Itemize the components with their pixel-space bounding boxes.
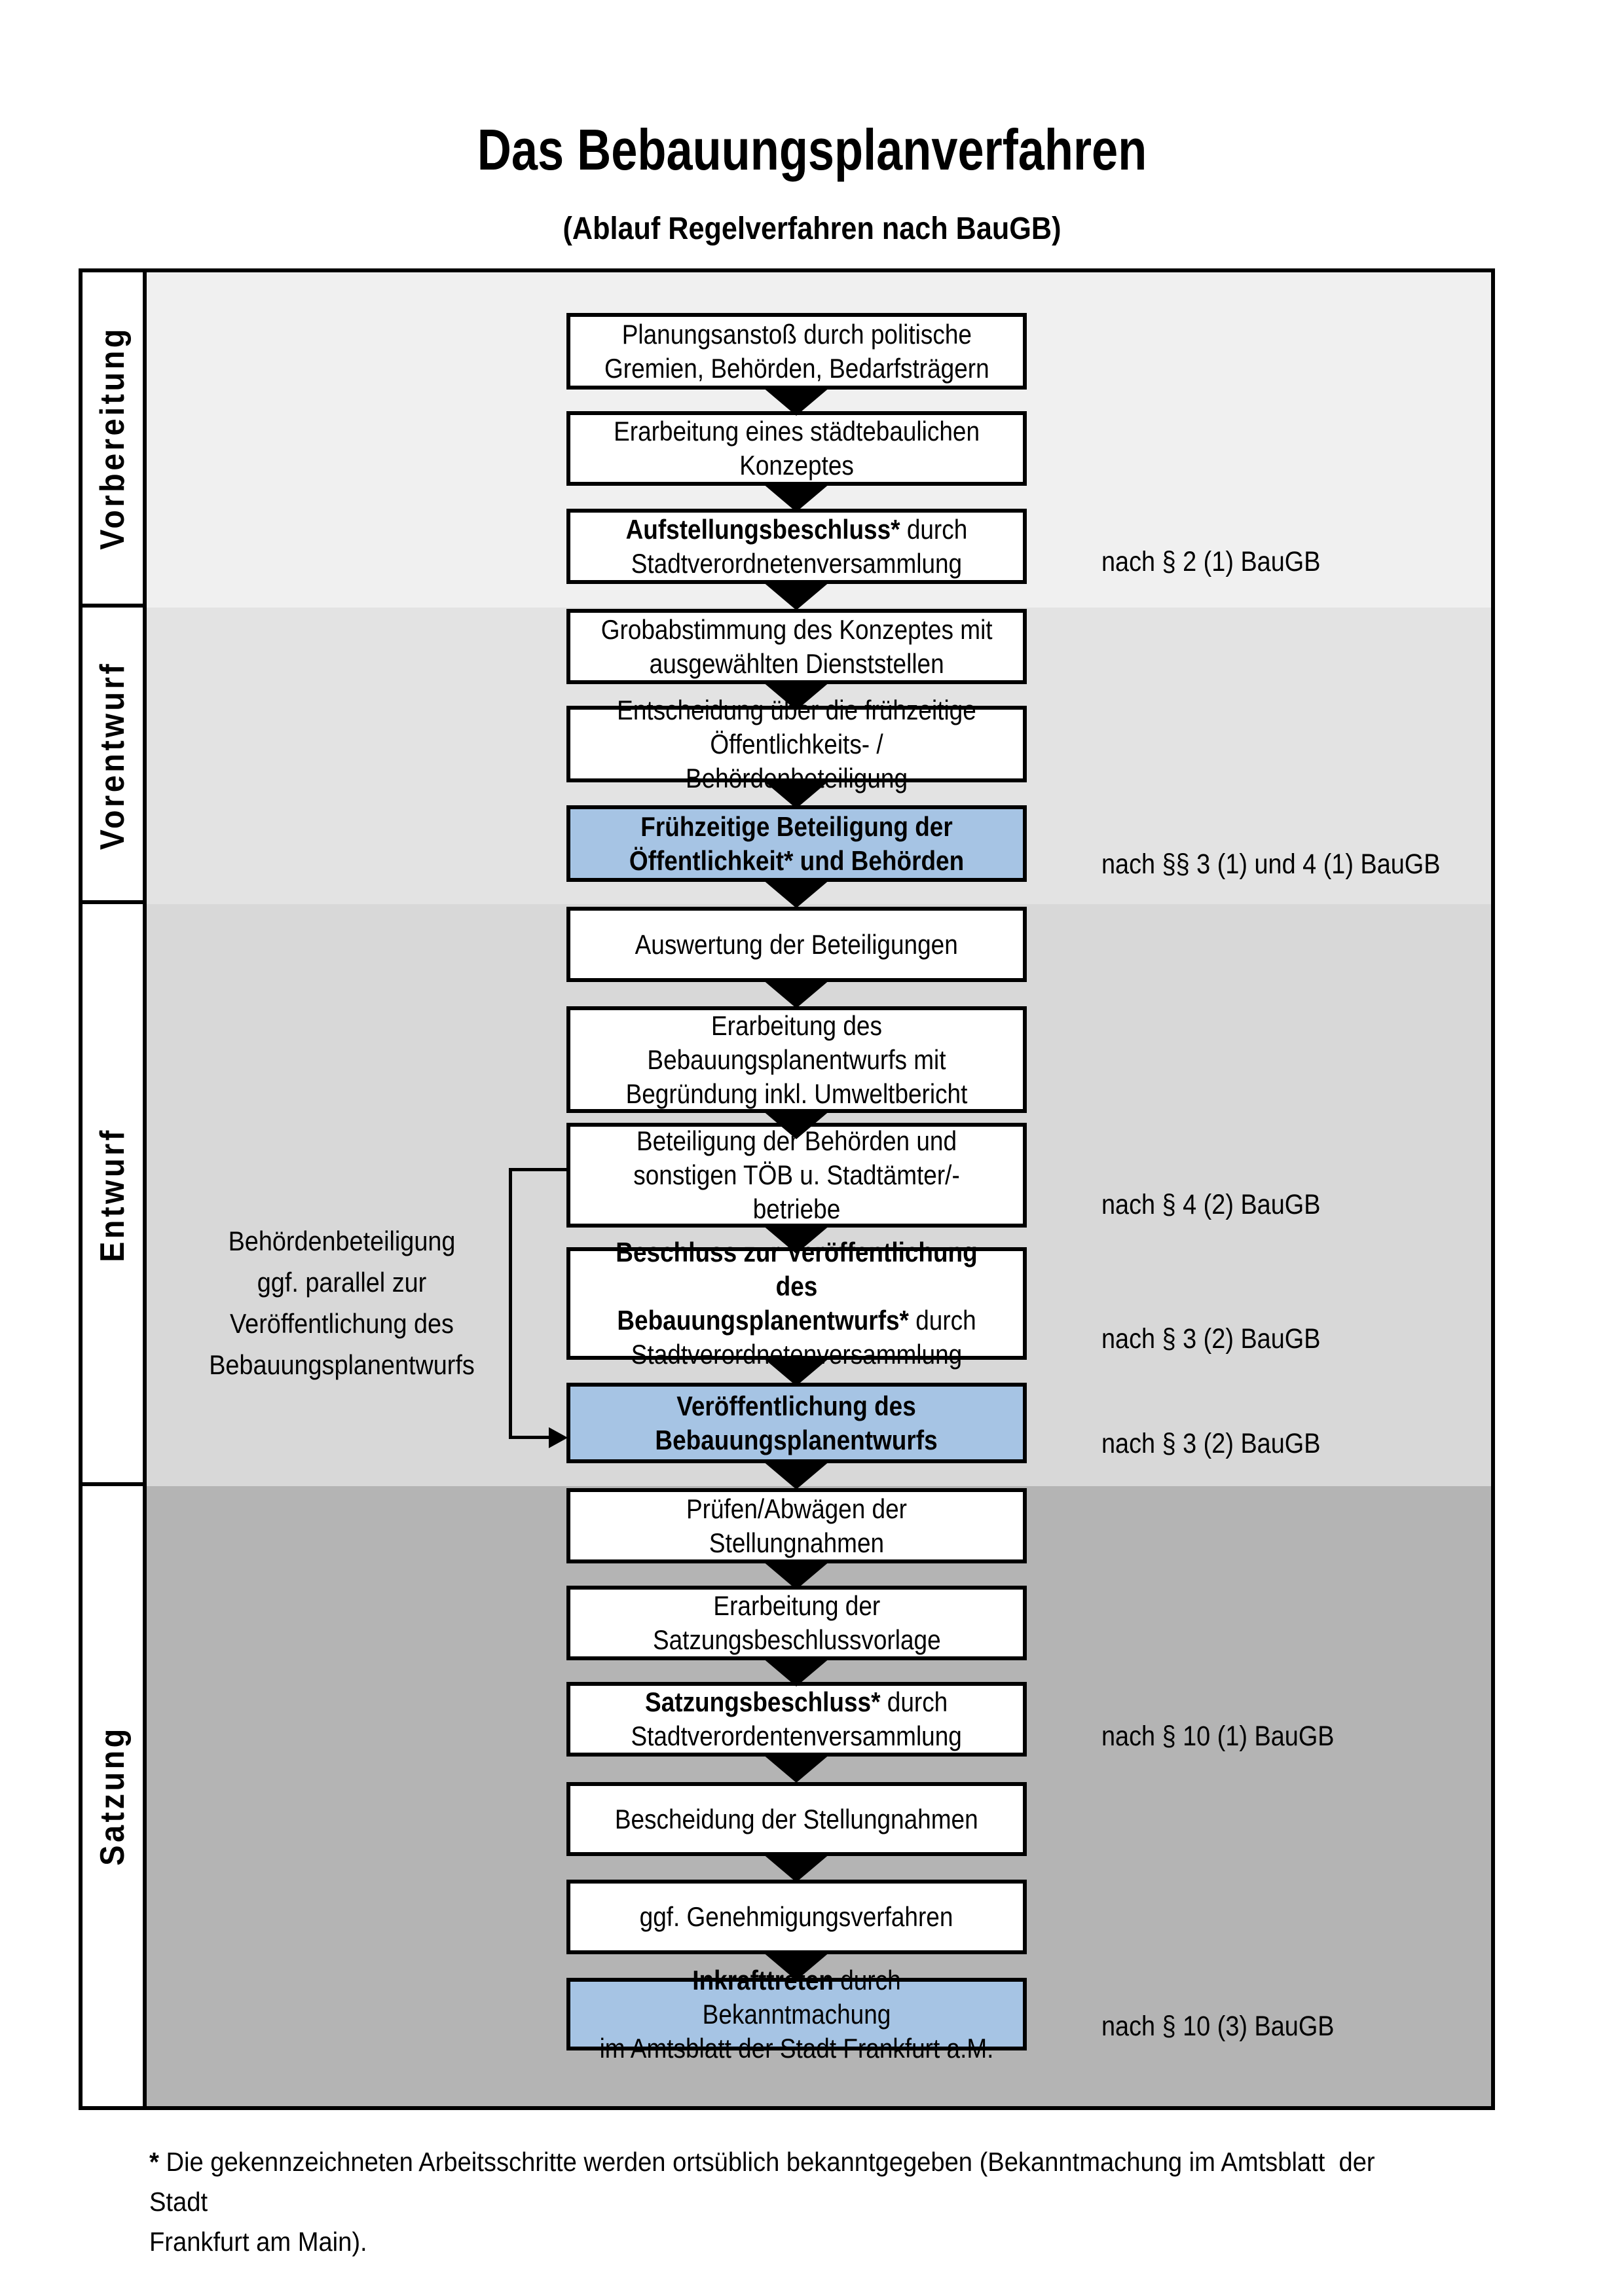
step-box-satzungsbeschlussvorlage: Erarbeitung der Satzungsbeschlussvorlage (566, 1586, 1027, 1660)
arrow-down-icon (762, 1110, 830, 1139)
step-box-pruefen-abwaegen: Prüfen/Abwägen der Stellungnahmen (566, 1488, 1027, 1563)
arrow-down-icon (762, 1357, 830, 1386)
step-box-aufstellungsbeschluss: Aufstellungsbeschluss* durch Stadtverord… (566, 509, 1027, 584)
legal-annotation: nach § 2 (1) BauGB (1101, 546, 1321, 577)
step-text: Erarbeitung der Satzungsbeschlussvorlage (652, 1590, 941, 1655)
arrow-down-icon (762, 1952, 830, 1980)
step-box-planungsanstoss: Planungsanstoß durch politische Gremien,… (566, 313, 1027, 390)
phase-label-satzung: Satzung (94, 1726, 132, 1866)
arrow-down-icon (762, 1853, 830, 1882)
connector-line (509, 1436, 549, 1439)
step-text: Erarbeitung des Bebauungsplanentwurfs mi… (625, 1010, 968, 1109)
phase-label-entwurf: Entwurf (94, 1127, 132, 1262)
step-box-fruehzeitige-beteiligung: Frühzeitige Beteiligung der Öffentlichke… (566, 805, 1027, 882)
side-note: Behördenbeteiligung ggf. parallel zur Ve… (209, 1226, 475, 1380)
step-box-entscheidung-beteiligung: Entscheidung über die frühzeitige Öffent… (566, 695, 1027, 793)
step-text: Beteiligung der Behörden und sonstigen T… (633, 1125, 960, 1224)
step-text: ggf. Genehmigungsverfahren (640, 1901, 953, 1932)
step-box-veroeffentlichung: Veröffentlichung des Bebauungsplanentwur… (566, 1383, 1027, 1463)
phase-label-vorbereitung: Vorbereitung (94, 326, 132, 550)
arrow-down-icon (762, 1658, 830, 1686)
legal-annotation: nach § 4 (2) BauGB (1101, 1189, 1321, 1220)
arrow-down-icon (762, 879, 830, 908)
step-text: Aufstellungsbeschluss* durch Stadtverord… (625, 513, 968, 579)
arrow-down-icon (762, 581, 830, 610)
legal-annotation: nach § 10 (1) BauGB (1101, 1721, 1335, 1752)
connector-line (509, 1168, 566, 1171)
step-box-behoerdenbeteiligung: Beteiligung der Behörden und sonstigen T… (566, 1123, 1027, 1228)
phase-cell-vorbereitung (83, 272, 147, 608)
page-title: Das Bebauungsplanverfahren (477, 117, 1147, 182)
phase-label-vorentwurf: Vorentwurf (94, 661, 132, 850)
connector-line (509, 1168, 512, 1438)
arrow-down-icon (762, 1225, 830, 1254)
arrow-down-icon (762, 979, 830, 1008)
step-box-staedtebauliches-konzept: Erarbeitung eines städtebaulichen Konzep… (566, 411, 1027, 486)
step-text: Veröffentlichung des Bebauungsplanentwur… (655, 1390, 938, 1455)
step-box-erarbeitung-entwurf: Erarbeitung des Bebauungsplanentwurfs mi… (566, 1006, 1027, 1113)
arrow-down-icon (762, 483, 830, 512)
step-box-satzungsbeschluss: Satzungsbeschluss* durch Stadtverordente… (566, 1682, 1027, 1757)
step-box-grobabstimmung: Grobabstimmung des Konzeptes mit ausgewä… (566, 609, 1027, 684)
legal-annotation: nach § 3 (2) BauGB (1101, 1428, 1321, 1459)
step-box-bescheidung: Bescheidung der Stellungnahmen (566, 1782, 1027, 1856)
legal-annotation: nach § 10 (3) BauGB (1101, 2011, 1335, 2042)
arrow-right-icon (549, 1427, 568, 1448)
step-box-genehmigungsverfahren: ggf. Genehmigungsverfahren (566, 1880, 1027, 1954)
step-text: Frühzeitige Beteiligung der Öffentlichke… (629, 811, 965, 876)
step-box-beschluss-veroeffentlichung: Beschluss zur Veröffentlichung des Bebau… (566, 1237, 1027, 1370)
arrow-down-icon (762, 1561, 830, 1590)
legal-annotation: nach §§ 3 (1) und 4 (1) BauGB (1101, 848, 1441, 880)
page-subtitle: (Ablauf Regelverfahren nach BauGB) (563, 211, 1061, 246)
phase-cell-entwurf (83, 904, 147, 1486)
step-text: Bescheidung der Stellungnahmen (615, 1803, 978, 1834)
step-text: Satzungsbeschluss* durch Stadtverordente… (631, 1686, 963, 1751)
arrow-down-icon (762, 1461, 830, 1489)
step-text: Planungsanstoß durch politische Gremien,… (604, 318, 989, 384)
arrow-down-icon (762, 780, 830, 809)
step-text: Beschluss zur Veröffentlichung des Bebau… (616, 1237, 978, 1370)
phase-cell-satzung (83, 1486, 147, 2106)
step-text: Auswertung der Beteiligungen (635, 928, 959, 960)
step-text: Inkrafttreten durch Bekanntmachung im Am… (599, 1964, 994, 2064)
arrow-down-icon (762, 387, 830, 416)
step-box-auswertung: Auswertung der Beteiligungen (566, 907, 1027, 982)
step-text: Erarbeitung eines städtebaulichen Konzep… (614, 416, 980, 481)
arrow-down-icon (762, 682, 830, 710)
arrow-down-icon (762, 1754, 830, 1783)
phase-cell-vorentwurf (83, 608, 147, 904)
step-box-inkrafttreten: Inkrafttreten durch Bekanntmachung im Am… (566, 1965, 1027, 2064)
step-text: Grobabstimmung des Konzeptes mit ausgewä… (600, 613, 993, 679)
legal-annotation: nach § 3 (2) BauGB (1101, 1323, 1321, 1355)
footnote: * Die gekennzeichneten Arbeitsschritte w… (149, 2147, 1375, 2257)
step-text: Prüfen/Abwägen der Stellungnahmen (686, 1493, 914, 1558)
